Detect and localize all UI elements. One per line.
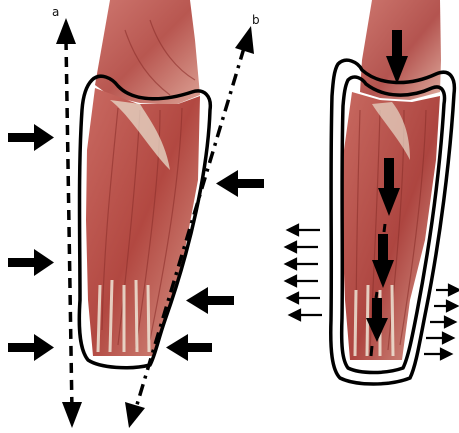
outward-arrow-left-6 [290, 310, 322, 320]
outward-arrow-right-5 [424, 349, 451, 359]
left-axis-a-top-arrowhead [56, 18, 76, 44]
outward-arrow-left-5 [288, 293, 320, 303]
compression-arrow-left-lower [8, 334, 54, 361]
outward-arrow-right-1 [436, 285, 459, 295]
outward-arrow-right-3 [430, 317, 455, 327]
outward-arrow-left-2 [286, 242, 318, 252]
left-outward-pressure-arrows [286, 225, 322, 320]
left-elbow-muscle-illustration [95, 0, 200, 105]
outward-arrow-right-2 [434, 301, 457, 311]
outward-arrow-right-4 [426, 333, 453, 343]
left-axis-a-bottom-arrowhead [62, 402, 82, 428]
outward-arrow-left-4 [286, 276, 318, 286]
flow-arrow-dash-1 [384, 224, 385, 232]
left-axis-a-line [66, 40, 72, 412]
flow-arrow-dash-2 [376, 292, 377, 298]
flow-arrow-dash-3 [371, 346, 372, 356]
outward-arrow-left-1 [288, 225, 320, 235]
left-forearm-panel: a b [8, 0, 264, 428]
compression-arrow-left-upper [8, 124, 54, 151]
left-axis-b-top-arrowhead [235, 26, 254, 54]
axis-a-label: a [52, 5, 59, 19]
compression-arrow-right-middle [186, 287, 234, 314]
left-axis-b-bottom-arrowhead [125, 402, 145, 428]
axis-b-label: b [252, 13, 260, 27]
outward-arrow-left-3 [286, 259, 318, 269]
right-forearm-panel [286, 0, 459, 384]
compression-arrow-left-middle [8, 249, 54, 276]
left-side-compression-arrows [8, 124, 54, 361]
compression-arrow-right-upper [216, 170, 264, 197]
compression-arrow-right-lower [166, 334, 212, 361]
